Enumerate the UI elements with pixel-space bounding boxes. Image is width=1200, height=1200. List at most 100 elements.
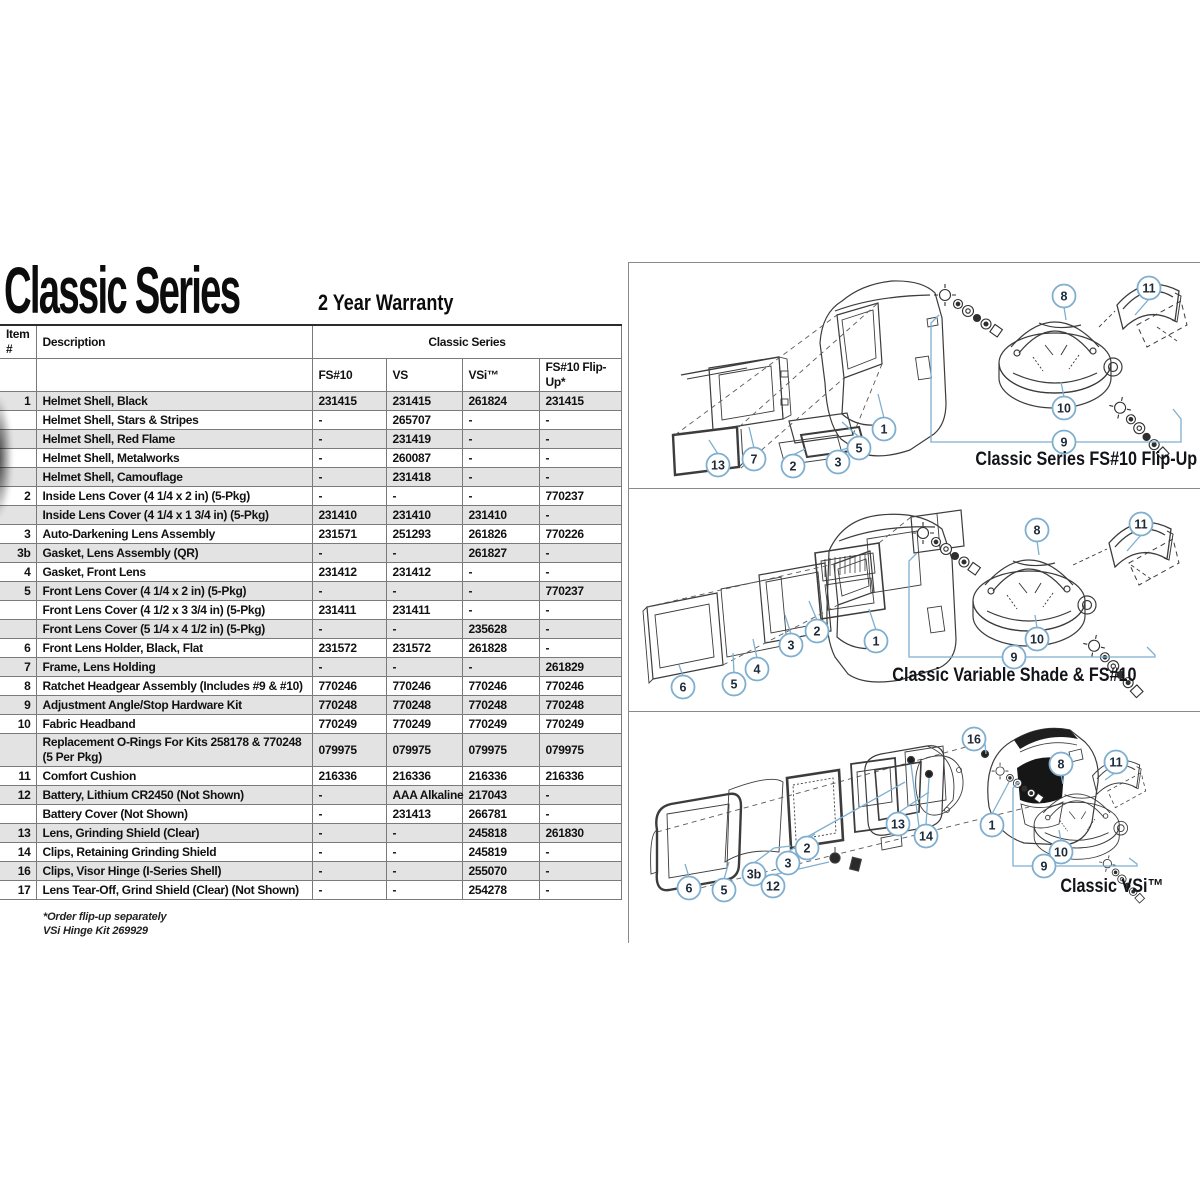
part-number-cell: 770249	[385, 714, 463, 734]
part-number-cell: 261827	[461, 543, 540, 563]
callout-circle	[721, 671, 747, 697]
table-row: Front Lens Cover (4 1/2 x 3 3/4 in) (5-P…	[0, 600, 622, 620]
part-number-cell: -	[311, 543, 387, 563]
part-number-cell: 251293	[385, 524, 463, 544]
description-cell: Frame, Lens Holding	[35, 657, 313, 677]
callout-circle	[1051, 395, 1077, 421]
part-number-cell: 770237	[538, 486, 622, 506]
part-number-cell: -	[538, 638, 622, 658]
callout-circle	[1001, 644, 1027, 670]
callout-circle	[825, 449, 851, 475]
part-number-cell: -	[311, 410, 387, 430]
part-number-cell: 231413	[385, 804, 463, 824]
callout-circle	[979, 812, 1005, 838]
item-cell: 4	[0, 562, 37, 582]
callout-circle	[1024, 626, 1050, 652]
description-cell: Lens, Grinding Shield (Clear)	[35, 823, 313, 843]
col-header-fs10: FS#10	[311, 358, 387, 392]
description-cell: Lens Tear-Off, Grind Shield (Clear) (Not…	[35, 880, 313, 900]
part-number-cell: 265707	[385, 410, 463, 430]
callout-circle	[780, 453, 806, 479]
part-number-cell: 231415	[311, 391, 387, 411]
part-number-cell: 216336	[538, 766, 622, 786]
callout-circle	[1048, 839, 1074, 865]
callout-circle	[1051, 429, 1077, 455]
part-number-cell: -	[538, 880, 622, 900]
part-number-cell: 770248	[461, 695, 540, 715]
callout-circle	[1024, 517, 1050, 543]
part-number-cell: 079975	[311, 733, 387, 767]
description-cell: Clips, Retaining Grinding Shield	[35, 842, 313, 862]
description-cell: Gasket, Lens Assembly (QR)	[35, 543, 313, 563]
callout-number: 4	[754, 663, 761, 677]
part-number-cell: -	[538, 804, 622, 824]
part-number-cell: -	[385, 842, 463, 862]
callout-number: 8	[1034, 524, 1041, 538]
item-cell: 6	[0, 638, 37, 658]
description-cell: Front Lens Cover (4 1/2 x 3 3/4 in) (5-P…	[35, 600, 313, 620]
part-number-cell: 255070	[461, 861, 540, 881]
part-number-cell: -	[311, 467, 387, 487]
part-number-cell: -	[311, 880, 387, 900]
callout-number: 9	[1011, 651, 1018, 665]
callout-circle	[863, 628, 889, 654]
item-cell: 9	[0, 695, 37, 715]
col-subheader-blank	[35, 358, 313, 392]
part-number-cell: 231415	[385, 391, 463, 411]
footnote-line: VSi Hinge Kit 269929	[43, 925, 148, 938]
part-number-cell: -	[538, 785, 622, 805]
col-subheader-blank	[0, 358, 37, 392]
part-number-cell: 261829	[538, 657, 622, 677]
callout-number: 3b	[747, 868, 762, 882]
part-number-cell: -	[538, 467, 622, 487]
part-number-cell: 231419	[385, 429, 463, 449]
part-number-cell: -	[461, 448, 540, 468]
item-cell: 17	[0, 880, 37, 900]
callout-number: 9	[1041, 860, 1048, 874]
warranty-subtitle: 2 Year Warranty	[318, 290, 454, 315]
callout-circle	[778, 632, 804, 658]
part-number-cell: 231571	[311, 524, 387, 544]
part-number-cell: -	[385, 581, 463, 601]
page-title: Classic Series	[4, 253, 241, 327]
item-cell	[0, 733, 37, 767]
callout-number: 2	[790, 460, 797, 474]
item-cell	[0, 619, 37, 639]
description-cell: Gasket, Front Lens	[35, 562, 313, 582]
part-number-cell: 770248	[311, 695, 387, 715]
callout-number: 16	[967, 733, 981, 747]
part-number-cell: 231412	[385, 562, 463, 582]
callout-number: 11	[1134, 518, 1147, 532]
part-number-cell: 770246	[461, 676, 540, 696]
part-number-cell: -	[538, 861, 622, 881]
item-cell: 10	[0, 714, 37, 734]
col-header-item: Item #	[0, 324, 37, 359]
callout-number: 8	[1061, 290, 1068, 304]
item-cell: 5	[0, 581, 37, 601]
callout-circle	[885, 811, 911, 837]
part-number-cell: 261830	[538, 823, 622, 843]
footnote: *Order flip-up separately VSi Hinge Kit …	[43, 910, 167, 939]
description-cell: Fabric Headband	[35, 714, 313, 734]
description-cell: Clips, Visor Hinge (I-Series Shell)	[35, 861, 313, 881]
callout-circle	[1051, 283, 1077, 309]
item-cell: 3b	[0, 543, 37, 563]
callout-circle	[1048, 751, 1074, 777]
table-header-row: Item # Description Classic Series	[0, 324, 622, 359]
col-header-description: Description	[35, 324, 313, 359]
callout-circle	[1103, 749, 1129, 775]
part-number-cell: 254278	[461, 880, 540, 900]
part-number-cell: 260087	[385, 448, 463, 468]
